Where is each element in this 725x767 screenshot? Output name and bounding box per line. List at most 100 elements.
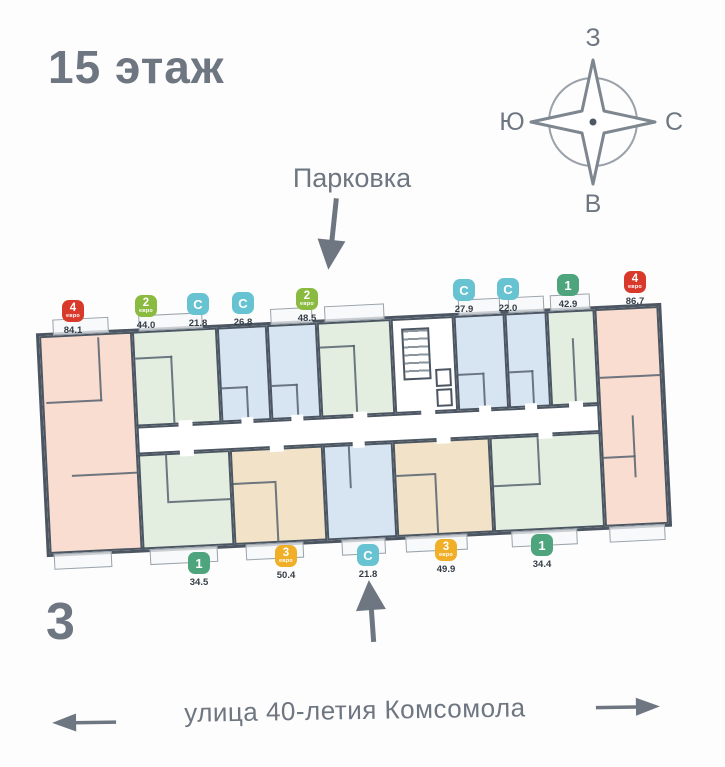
apartment-type: С [193, 296, 203, 312]
door-gap [478, 405, 492, 414]
apartment-area[interactable] [453, 313, 510, 411]
apartment-type: 4 [631, 273, 639, 285]
apartment-area[interactable] [489, 431, 606, 533]
balcony [53, 550, 113, 570]
euro-label: евро [628, 284, 642, 290]
apartment-area[interactable] [216, 325, 272, 423]
apartment-type-badge: 1 [557, 274, 579, 296]
apartment-area-label: 34.4 [532, 559, 552, 570]
apartment-badge[interactable]: С 22.0 [486, 278, 530, 314]
euro-label: евро [66, 313, 80, 319]
apartment-area-label: 21.8 [358, 569, 378, 580]
door-gap [353, 411, 368, 421]
apartment-area-label: 50.4 [276, 570, 296, 581]
door-gap [524, 403, 538, 412]
apartment-badge[interactable]: С 21.8 [176, 293, 220, 329]
street-row: улица 40-летия Комсомола [0, 686, 725, 741]
balcony [323, 303, 385, 323]
elevator-shaft [435, 368, 452, 387]
compass-label-east: В [585, 190, 602, 216]
entrance-arrow-icon [355, 580, 386, 643]
apartment-area-label: 42.9 [558, 299, 578, 310]
door-gap [352, 439, 365, 449]
apartment-type: 1 [564, 277, 572, 293]
apartment-type-badge: 1 [188, 552, 210, 574]
door-gap [241, 416, 254, 426]
apartment-area-label: 21.8 [188, 318, 208, 329]
stairs-icon [401, 327, 432, 381]
apartment-area[interactable] [266, 322, 322, 421]
apartment-type: С [238, 295, 248, 311]
door-gap [291, 414, 304, 424]
apartment-type-badge: С [232, 292, 254, 314]
apartment-type: С [503, 281, 513, 297]
apartment-area[interactable] [39, 331, 143, 555]
apartment-area-label: 22.0 [498, 303, 518, 314]
door-gap [178, 419, 193, 429]
door-gap [179, 447, 195, 457]
apartment-area[interactable] [322, 442, 398, 541]
apartment-area-label: 44.0 [136, 320, 156, 331]
parking-arrow-icon [317, 197, 346, 270]
compass-label-south: Ю [499, 108, 524, 136]
apartment-badge[interactable]: С 27.9 [442, 279, 486, 315]
apartment-type: 1 [538, 537, 546, 553]
apartment-badge[interactable]: С 26.8 [221, 292, 265, 328]
apartment-area[interactable] [131, 327, 222, 427]
apartment-area-label: 84.1 [63, 325, 83, 336]
apartment-badge[interactable]: С 21.8 [346, 544, 390, 580]
balcony [609, 523, 666, 543]
apartment-area-label: 49.9 [436, 564, 456, 575]
door-gap [568, 400, 584, 410]
parking-label: Парковка [292, 163, 412, 193]
apartment-area[interactable] [504, 311, 552, 409]
door-gap [269, 443, 284, 453]
apartment-area[interactable] [392, 437, 495, 538]
door-gap [436, 435, 451, 444]
euro-label: евро [439, 552, 453, 558]
compass-label-west: З [585, 26, 600, 52]
compass-icon: З Ю С В [499, 26, 683, 216]
door-gap [421, 408, 436, 417]
apartment-type-badge: С [357, 544, 379, 566]
building-number: 3 [46, 593, 75, 651]
compass-label-north: С [665, 108, 683, 136]
apartment-area-label: 27.9 [454, 304, 474, 315]
apartment-area-label: 26.8 [233, 317, 253, 328]
euro-label: евро [279, 558, 293, 564]
apartment-type: С [363, 547, 373, 563]
apartment-type-badge: 1 [531, 534, 553, 556]
street-name: улица 40-летия Комсомола [184, 692, 526, 728]
apartment-type: 2 [142, 297, 150, 309]
door-gap [538, 430, 553, 439]
euro-label: евро [300, 301, 314, 307]
apartment-type: С [459, 282, 469, 298]
euro-label: евро [139, 308, 153, 314]
apartment-type-badge: С [187, 293, 209, 315]
apartment-type: 3 [282, 547, 290, 559]
elevator-shaft [436, 388, 453, 407]
apartment-type: 3 [442, 541, 450, 553]
street-arrow-left-icon [52, 713, 117, 732]
street-arrow-right-icon [595, 697, 660, 716]
apartment-type: 1 [195, 555, 203, 571]
apartment-area-label: 48.5 [297, 313, 317, 324]
apartment-area-label: 86.7 [625, 296, 645, 307]
page-title: 15 этаж [48, 41, 225, 93]
